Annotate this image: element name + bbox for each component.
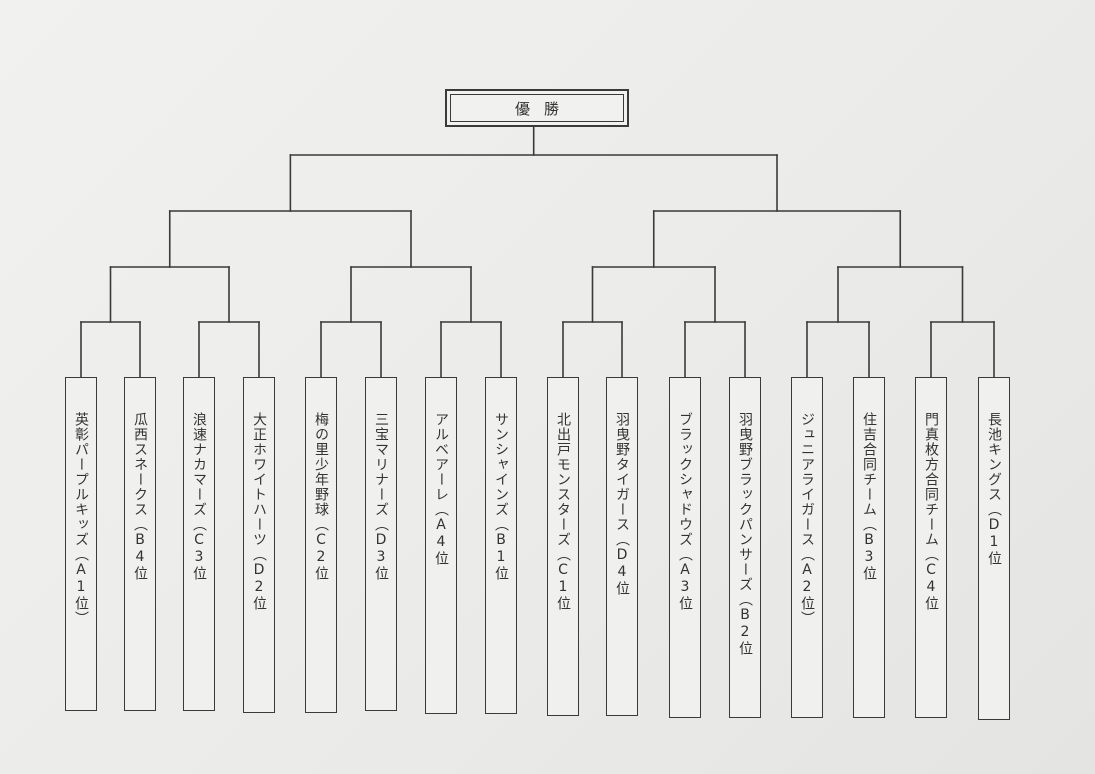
team-box: 大正ホワイトハーツ（D2位: [243, 377, 275, 713]
team-name: ブラックシャドウズ（A3位: [677, 412, 693, 611]
team-box: 羽曳野ブラックパンサーズ（B2位: [729, 377, 761, 718]
team-name: アルベアーレ（A4位: [433, 412, 449, 566]
team-box: 北出戸モンスターズ（C1位: [547, 377, 579, 716]
team-name: ジュニアライガース（A2位）: [799, 412, 815, 626]
team-name: 羽曳野タイガース（D4位: [614, 412, 630, 596]
team-name: 梅の里少年野球（C2位: [313, 412, 329, 581]
team-name: 長池キングス（D1位: [986, 412, 1002, 566]
team-box: ジュニアライガース（A2位）: [791, 377, 823, 718]
team-box: 瓜西スネークス（B4位: [124, 377, 156, 711]
team-box: 三宝マリナーズ（D3位: [365, 377, 397, 711]
team-box: 浪速ナカマーズ（C3位: [183, 377, 215, 711]
team-name: 住吉合同チーム（B3位: [861, 412, 877, 581]
champion-box: 優勝: [445, 89, 629, 127]
team-name: 大正ホワイトハーツ（D2位: [251, 412, 267, 611]
team-box: ブラックシャドウズ（A3位: [669, 377, 701, 718]
team-name: 三宝マリナーズ（D3位: [373, 412, 389, 581]
team-name: 羽曳野ブラックパンサーズ（B2位: [737, 412, 753, 656]
champion-label: 優勝: [450, 94, 624, 122]
team-box: 英彰パープルキッズ（A1位）: [65, 377, 97, 711]
team-box: アルベアーレ（A4位: [425, 377, 457, 714]
team-name: 北出戸モンスターズ（C1位: [555, 412, 571, 611]
team-box: サンシャインズ（B1位: [485, 377, 517, 714]
team-box: 梅の里少年野球（C2位: [305, 377, 337, 713]
team-box: 羽曳野タイガース（D4位: [606, 377, 638, 716]
team-name: 英彰パープルキッズ（A1位）: [73, 412, 89, 626]
team-name: サンシャインズ（B1位: [493, 412, 509, 581]
team-name: 門真枚方合同チーム（C4位: [923, 412, 939, 611]
team-name: 浪速ナカマーズ（C3位: [191, 412, 207, 581]
team-name: 瓜西スネークス（B4位: [132, 412, 148, 581]
team-box: 門真枚方合同チーム（C4位: [915, 377, 947, 718]
team-box: 長池キングス（D1位: [978, 377, 1010, 720]
team-box: 住吉合同チーム（B3位: [853, 377, 885, 718]
